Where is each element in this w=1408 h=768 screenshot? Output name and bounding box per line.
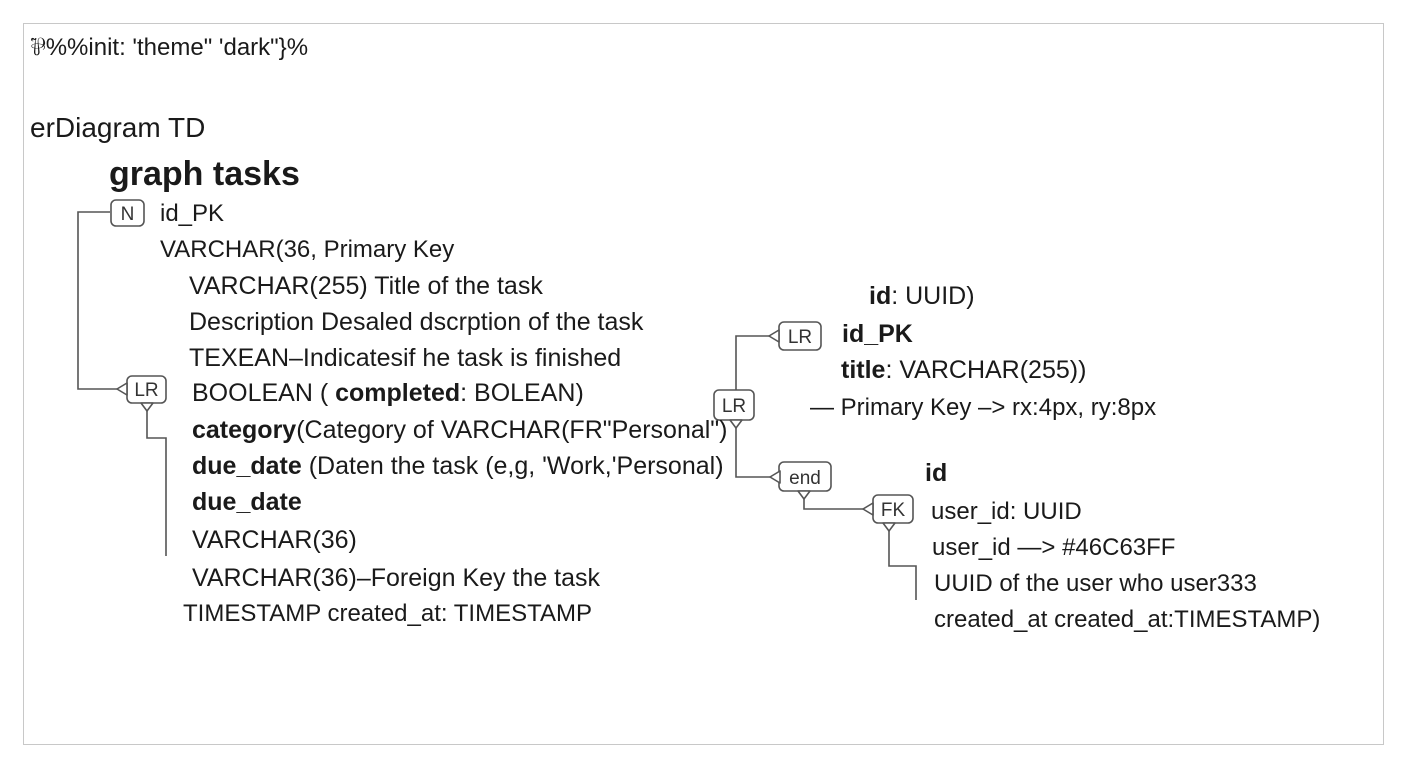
node-end-label: end (789, 468, 821, 489)
right-bottom-line-3: UUID of the user who user333 (934, 570, 1257, 597)
right-bottom-line-2: user_id —> #46C63FF (932, 534, 1176, 561)
arrowhead-fk-down (882, 522, 896, 532)
arrowhead-lr-mid-down (729, 419, 743, 429)
arrowhead-lr-left-down (140, 402, 154, 412)
left-line-0: id_PK (160, 200, 225, 227)
right-top-line-0: id: UUID) (869, 282, 975, 310)
right-top-line-1: id_PK (842, 320, 913, 348)
graph-title: graph tasks (109, 155, 300, 193)
right-top-line-2: title: VARCHAR(255)) (841, 356, 1087, 384)
left-line-2: VARCHAR(255) Title of the task (189, 272, 543, 300)
left-line-11: TIMESTAMP created_at: TIMESTAMP (183, 600, 592, 627)
node-fk-label: FK (881, 500, 906, 521)
arrowhead-fk (862, 502, 874, 516)
arrowhead-lr-left (116, 382, 128, 396)
diagram-declaration: erDiagram TD (30, 112, 206, 143)
left-line-8: due_date (192, 488, 302, 516)
diagram-frame (23, 23, 1384, 745)
left-line-7: due_date (Daten the task (e,g, 'Work,'Pe… (192, 452, 724, 480)
left-line-10: VARCHAR(36)–Foreign Key the task (192, 564, 601, 592)
node-lr-left-label: LR (134, 380, 158, 401)
left-line-6: category(Category of VARCHAR(FR"Personal… (192, 416, 728, 444)
connector-left-lower (146, 410, 167, 556)
left-line-1: VARCHAR(36, Primary Key (160, 236, 455, 263)
right-top-line-3: — Primary Key –> rx:4px, ry:8px (810, 394, 1157, 421)
connector-left-main (77, 211, 117, 390)
left-line-9: VARCHAR(36) (192, 526, 357, 554)
arrowhead-lr-right-top (768, 329, 780, 343)
arrowhead-end (769, 470, 781, 484)
arrowhead-end-down (797, 490, 811, 500)
right-bottom-line-1: user_id: UUID (931, 498, 1082, 525)
left-line-3: Description Desaled dscrption of the tas… (189, 308, 644, 336)
connector-right-mid (735, 420, 770, 478)
left-line-5: BOOLEAN ( completed: BOLEAN) (192, 379, 584, 407)
connector-fk-down (888, 530, 917, 600)
init-directive: ⅌%%init: 'theme" 'dark"}% (30, 34, 309, 61)
node-m-label: N (121, 204, 135, 225)
node-lr-right-top-label: LR (788, 327, 812, 348)
node-lr-right-mid-label: LR (722, 396, 746, 417)
right-bottom-line-4: created_at created_at:TIMESTAMP) (934, 606, 1321, 633)
right-bottom-line-0: id (925, 459, 948, 487)
connector-right-upper (735, 335, 779, 391)
left-line-4: TEXEAN–Indicatesif he task is finished (189, 344, 622, 372)
connector-end-fk (803, 490, 863, 510)
node-m (110, 199, 145, 227)
